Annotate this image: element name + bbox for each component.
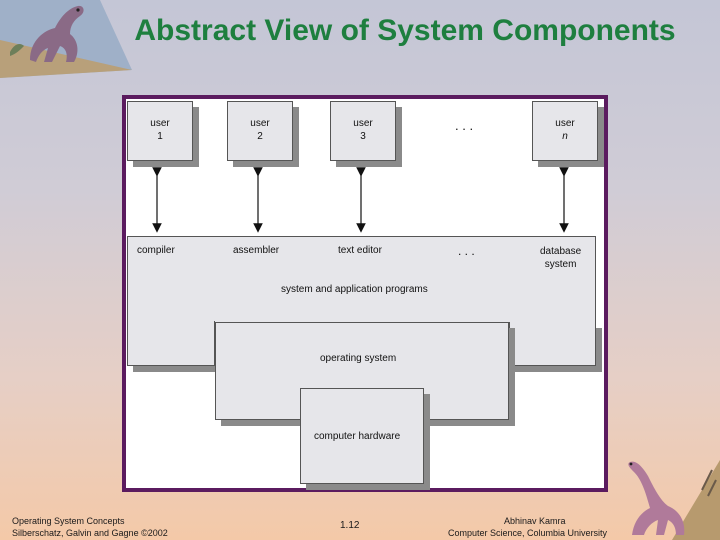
user-n-number: n	[562, 131, 568, 142]
text-editor-label: text editor	[338, 245, 382, 256]
dinosaur-corner-icon	[628, 460, 720, 540]
database-line2: system	[544, 259, 577, 270]
user-n-label: user	[555, 118, 575, 129]
assembler-label: assembler	[233, 245, 280, 256]
database-line1: database	[540, 246, 582, 257]
programs-layer-lower	[127, 321, 215, 366]
page-number: 1.12	[340, 520, 360, 531]
system-programs-label: system and application programs	[281, 284, 428, 295]
users-ellipsis: . . .	[455, 118, 474, 133]
dinosaur-logo-icon	[0, 0, 132, 78]
user-2-number: 2	[257, 131, 263, 142]
footer-affiliation: Computer Science, Columbia University	[448, 528, 608, 538]
user-3-box: user 3	[330, 101, 396, 161]
user-1-box: user 1	[127, 101, 193, 161]
footer-course: Operating System Concepts	[12, 516, 125, 526]
user-3-label: user	[353, 118, 373, 129]
footer-authors: Silberschatz, Galvin and Gagne ©2002	[12, 528, 168, 538]
user-2-label: user	[250, 118, 270, 129]
programs-layer-upper	[127, 236, 596, 322]
user-1-number: 1	[157, 131, 163, 142]
user-2-box: user 2	[227, 101, 293, 161]
user-n-box: user n	[532, 101, 598, 161]
slide-title: Abstract View of System Components	[134, 14, 676, 47]
computer-hardware-box	[300, 388, 424, 484]
computer-hardware-label: computer hardware	[314, 431, 401, 442]
user-1-label: user	[150, 118, 170, 129]
user-3-number: 3	[360, 131, 366, 142]
compiler-label: compiler	[137, 245, 175, 256]
database-label: database system	[540, 245, 581, 271]
programs-layer-right-tab	[509, 322, 596, 366]
operating-system-label: operating system	[320, 353, 397, 364]
programs-ellipsis: . . .	[458, 244, 475, 258]
footer-presenter: Abhinav Kamra	[504, 516, 566, 526]
